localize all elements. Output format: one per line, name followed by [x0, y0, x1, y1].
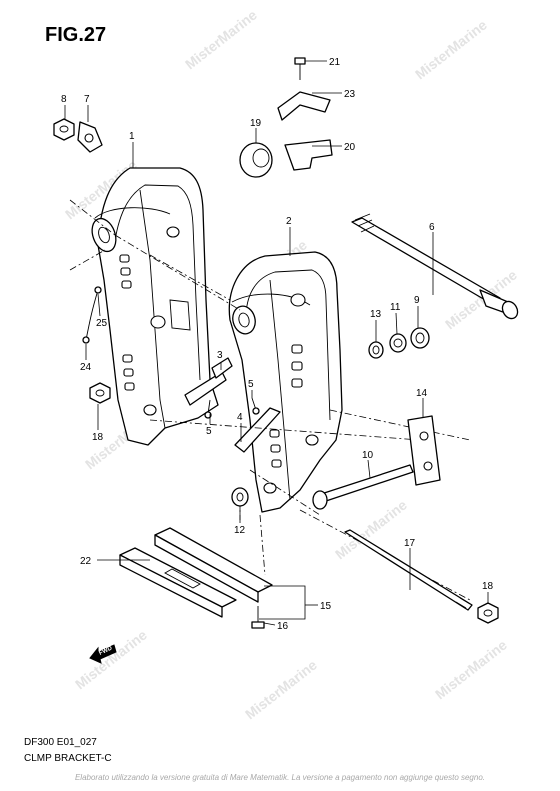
- forward-label: FWD: [98, 645, 114, 656]
- callout-labels: 1 2 3 4 5 5 6 7 8 9 10 11 12 13 14 15 16…: [61, 57, 494, 632]
- cable-part-24-25: [82, 286, 102, 344]
- plate-part-3: [211, 357, 233, 379]
- watermark-text: MisterMarine: [332, 496, 410, 562]
- watermark-text: MisterMarine: [242, 656, 320, 722]
- callout-13: 13: [370, 309, 382, 320]
- plate-part-14: [407, 415, 441, 486]
- callout-7: 7: [84, 94, 90, 105]
- watermark-text: MisterMarine: [432, 636, 510, 702]
- clamp-bracket-right: [228, 251, 343, 513]
- callout-14: 14: [416, 388, 428, 399]
- callout-3: 3: [217, 350, 223, 361]
- callout-24: 24: [80, 362, 92, 373]
- washer-part-7: [77, 121, 103, 153]
- bolt-part-16: [251, 606, 265, 629]
- callout-16: 16: [277, 621, 289, 632]
- callout-6: 6: [429, 222, 435, 233]
- nut-part-8: [53, 118, 75, 141]
- callout-9: 9: [414, 295, 420, 306]
- bracket-part-23: [277, 91, 331, 121]
- plate-part-22: [119, 547, 237, 618]
- bracket-part-20: [284, 139, 333, 171]
- callout-21: 21: [329, 57, 341, 68]
- screw-part-5-upper: [251, 397, 260, 415]
- plate-part-4: [234, 407, 281, 453]
- callout-11: 11: [390, 302, 401, 313]
- callout-25: 25: [96, 318, 108, 329]
- callout-10: 10: [362, 450, 374, 461]
- bolt-part-10: [312, 464, 414, 510]
- callout-18-left: 18: [92, 432, 104, 443]
- nut-part-18-left: [89, 382, 111, 404]
- tilt-shaft-part-6: [351, 213, 519, 320]
- callout-12: 12: [234, 525, 246, 536]
- watermark-text: MisterMarine: [72, 626, 150, 692]
- callout-5-upper: 5: [248, 379, 254, 390]
- callout-20: 20: [344, 142, 356, 153]
- grommet-part-19: [239, 142, 273, 178]
- callout-19: 19: [250, 118, 262, 129]
- nut-part-18-right: [477, 602, 499, 624]
- callout-4: 4: [237, 412, 243, 423]
- clamp-bracket-left: [91, 167, 227, 446]
- forward-direction-arrow: FWD: [89, 644, 117, 664]
- bolt-part-21: [294, 57, 306, 80]
- screw-part-5-lower: [204, 399, 212, 419]
- callout-23: 23: [344, 89, 356, 100]
- model-code: DF300 E01_027: [24, 737, 97, 748]
- callout-15: 15: [320, 601, 332, 612]
- callout-leaders: [64, 60, 489, 626]
- callout-22: 22: [80, 556, 92, 567]
- footer-notice: Elaborato utilizzando la versione gratui…: [74, 773, 486, 782]
- callout-2: 2: [286, 216, 292, 227]
- callout-1: 1: [129, 131, 135, 142]
- figure-title: FIG.27: [45, 24, 107, 46]
- washer-part-13: [368, 341, 384, 359]
- watermark-text: MisterMarine: [182, 6, 260, 72]
- callout-18-right: 18: [482, 581, 494, 592]
- shaft-part-17: [344, 529, 473, 611]
- watermark-text: MisterMarine: [412, 16, 490, 82]
- plate-part-15: [154, 527, 273, 603]
- washer-part-12: [231, 487, 249, 507]
- section-name: CLMP BRACKET-C: [24, 753, 112, 764]
- callout-8: 8: [61, 94, 67, 105]
- bushing-part-9: [410, 327, 430, 349]
- callout-5-lower: 5: [206, 426, 212, 437]
- spacer-part-11: [389, 333, 407, 353]
- callout-17: 17: [404, 538, 416, 549]
